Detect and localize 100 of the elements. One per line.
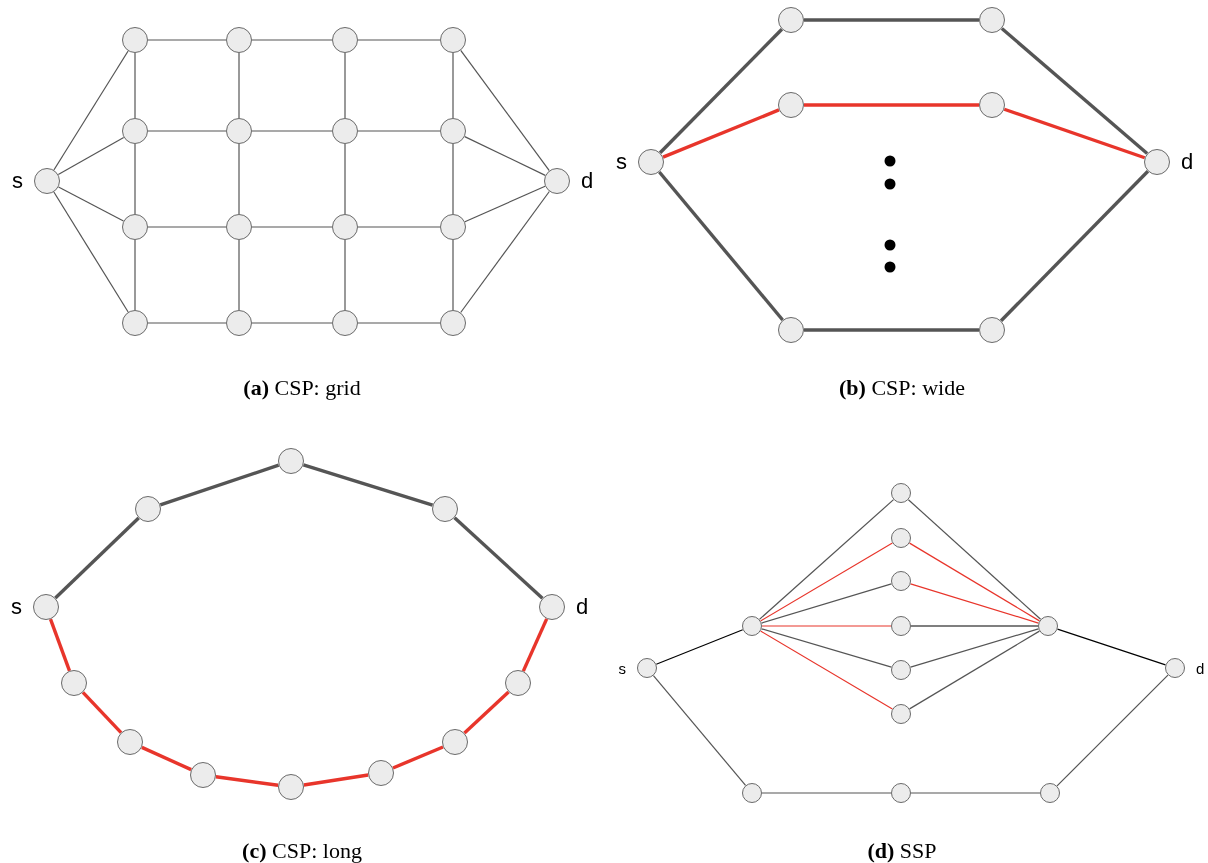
edge-line bbox=[910, 792, 1041, 794]
node-circle bbox=[440, 118, 466, 144]
edge-line bbox=[658, 170, 784, 322]
edge-line bbox=[452, 52, 454, 119]
edge-line bbox=[652, 675, 747, 786]
edge-line bbox=[760, 630, 893, 710]
node-circle bbox=[891, 483, 911, 503]
edge-line bbox=[134, 52, 136, 119]
node-circle bbox=[891, 528, 911, 548]
edge-line bbox=[662, 108, 780, 159]
edge-line bbox=[460, 49, 550, 172]
edge-line bbox=[804, 328, 979, 332]
edge-line bbox=[53, 191, 129, 313]
edge-line bbox=[357, 39, 441, 41]
edge-line bbox=[57, 186, 125, 222]
edge-line bbox=[758, 499, 895, 620]
node-circle bbox=[190, 762, 216, 788]
node-circle bbox=[891, 704, 911, 724]
node-circle bbox=[778, 317, 804, 343]
edge-line bbox=[54, 516, 140, 600]
edge-line bbox=[761, 628, 892, 668]
edge-line bbox=[1056, 628, 1167, 666]
edge-line bbox=[655, 629, 744, 665]
node-circle bbox=[778, 92, 804, 118]
node-circle bbox=[979, 7, 1005, 33]
node-circle bbox=[891, 616, 911, 636]
edge-line bbox=[357, 322, 441, 324]
edge-line bbox=[48, 618, 72, 672]
edge-line bbox=[460, 190, 550, 314]
figure-caption: (d) SSP bbox=[867, 838, 937, 863]
edge-line bbox=[909, 583, 1040, 624]
node-circle bbox=[226, 27, 252, 53]
node-label: s bbox=[11, 596, 22, 618]
edge-line bbox=[344, 239, 346, 311]
edge-line bbox=[303, 773, 369, 787]
node-label: d bbox=[581, 170, 594, 192]
node-label: d bbox=[1196, 660, 1205, 676]
edge-line bbox=[907, 499, 1042, 620]
node-circle bbox=[332, 118, 358, 144]
figure-caption: (b) CSP: wide bbox=[839, 375, 965, 401]
node-label: s bbox=[12, 170, 23, 192]
edge-line bbox=[909, 542, 1040, 622]
edge-line bbox=[251, 226, 333, 228]
edge-line bbox=[760, 583, 893, 624]
edge-line bbox=[760, 542, 893, 622]
edge-line bbox=[251, 39, 333, 41]
edge-line bbox=[238, 239, 240, 311]
edge-line bbox=[392, 745, 444, 770]
edge-line bbox=[1003, 107, 1146, 160]
node-circle bbox=[440, 310, 466, 336]
edge-line bbox=[134, 143, 136, 215]
edge-line bbox=[134, 239, 136, 311]
node-label: s bbox=[618, 660, 626, 676]
edge-line bbox=[464, 136, 546, 176]
edge-line bbox=[147, 130, 227, 132]
node-circle bbox=[122, 214, 148, 240]
edge-line bbox=[53, 50, 129, 171]
edge-line bbox=[238, 143, 240, 215]
node-circle bbox=[1038, 616, 1058, 636]
edge-line bbox=[910, 625, 1039, 627]
node-circle bbox=[135, 496, 161, 522]
node-label: d bbox=[576, 596, 589, 618]
edge-line bbox=[452, 143, 454, 215]
edge-line bbox=[1056, 674, 1169, 787]
edge-line bbox=[761, 792, 892, 794]
edge-line bbox=[238, 52, 240, 119]
node-circle bbox=[442, 729, 468, 755]
node-circle bbox=[742, 616, 762, 636]
node-circle bbox=[891, 660, 911, 680]
node-circle bbox=[440, 27, 466, 53]
node-circle bbox=[742, 783, 762, 803]
node-circle bbox=[368, 760, 394, 786]
node-circle bbox=[226, 214, 252, 240]
figure-caption: (a) CSP: grid bbox=[243, 375, 361, 401]
node-circle bbox=[332, 27, 358, 53]
node-circle bbox=[891, 571, 911, 591]
node-circle bbox=[979, 317, 1005, 343]
edge-line bbox=[463, 690, 510, 735]
node-circle bbox=[278, 448, 304, 474]
edge-line bbox=[910, 628, 1039, 668]
node-circle bbox=[505, 670, 531, 696]
edge-line bbox=[159, 463, 280, 507]
edge-line bbox=[804, 18, 979, 22]
node-label: d bbox=[1181, 151, 1194, 173]
node-circle bbox=[891, 783, 911, 803]
node-circle bbox=[226, 310, 252, 336]
edge-line bbox=[141, 745, 192, 772]
edge-line bbox=[804, 103, 979, 107]
node-circle bbox=[117, 729, 143, 755]
edge-line bbox=[251, 322, 333, 324]
edge-line bbox=[215, 775, 279, 787]
edge-line bbox=[452, 239, 454, 311]
edge-line bbox=[464, 185, 546, 223]
figure-caption: (c) CSP: long bbox=[242, 838, 362, 863]
edge-line bbox=[147, 39, 227, 41]
node-circle bbox=[278, 774, 304, 800]
edge-line bbox=[453, 516, 544, 600]
node-circle bbox=[122, 310, 148, 336]
edge-line bbox=[57, 136, 125, 176]
edge-line bbox=[147, 322, 227, 324]
